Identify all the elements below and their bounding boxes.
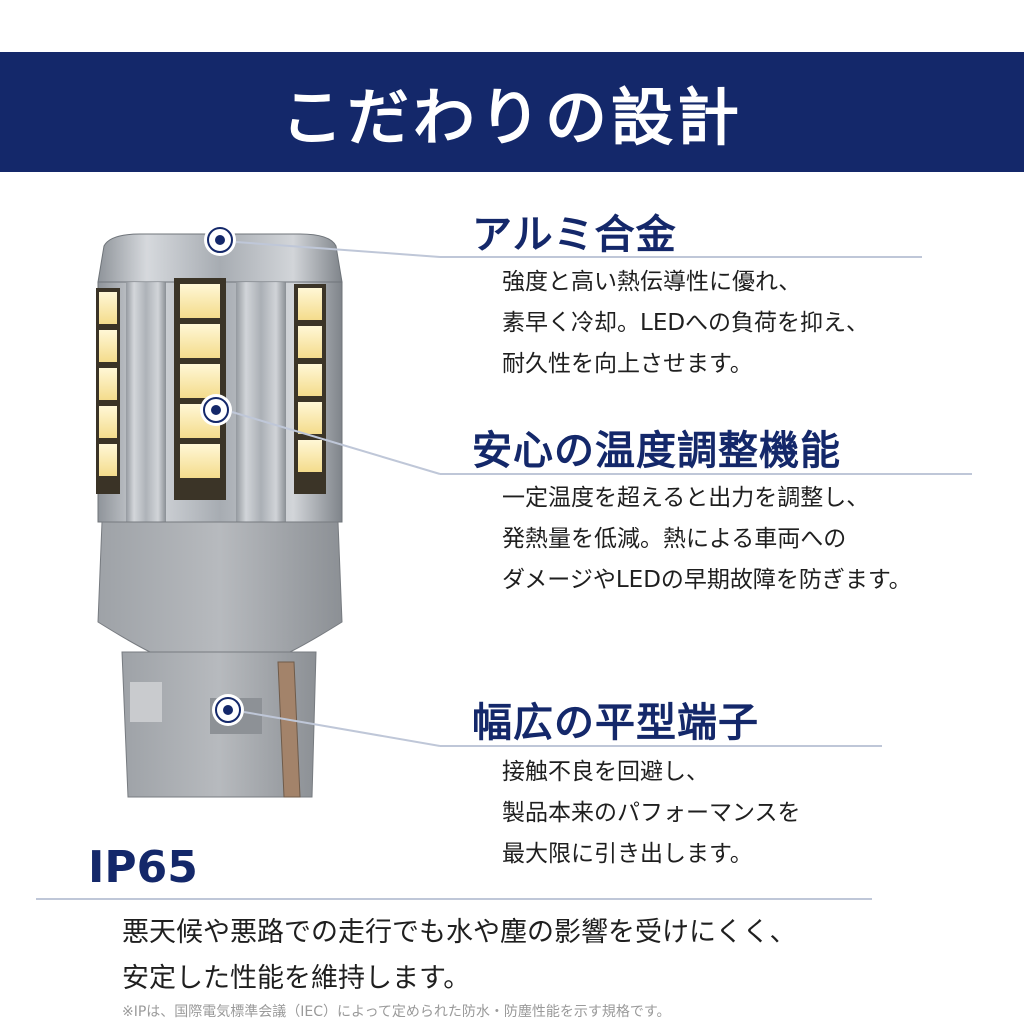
feature-line: 製品本来のパフォーマンスを bbox=[502, 800, 801, 826]
ip-line: 安定した性能を維持します。 bbox=[122, 963, 471, 994]
divider-ip bbox=[36, 898, 872, 900]
marker-aluminum bbox=[204, 224, 236, 256]
led-bulb-image bbox=[96, 224, 343, 798]
ip-rating-title: IP65 bbox=[88, 842, 198, 893]
feature-line: ダメージやLEDの早期故障を防ぎます。 bbox=[502, 567, 912, 593]
divider-aluminum bbox=[440, 256, 922, 258]
feature-line: 発熱量を低減。熱による車両への bbox=[502, 526, 847, 552]
ip-description: 悪天候や悪路での走行でも水や塵の影響を受けにくく、 安定した性能を維持します。 bbox=[122, 910, 796, 1002]
feature-desc-terminal: 接触不良を回避し、 製品本来のパフォーマンスを 最大限に引き出します。 bbox=[502, 752, 801, 875]
divider-temperature bbox=[440, 473, 972, 475]
ip-line: 悪天候や悪路での走行でも水や塵の影響を受けにくく、 bbox=[122, 917, 797, 948]
feature-line: 最大限に引き出します。 bbox=[502, 841, 753, 867]
marker-temperature bbox=[200, 394, 232, 426]
feature-line: 強度と高い熱伝導性に優れ、 bbox=[502, 269, 802, 295]
feature-line: 一定温度を超えると出力を調整し、 bbox=[502, 485, 870, 511]
feature-desc-aluminum: 強度と高い熱伝導性に優れ、 素早く冷却。LEDへの負荷を抑え、 耐久性を向上させ… bbox=[502, 262, 869, 385]
feature-line: 素早く冷却。LEDへの負荷を抑え、 bbox=[502, 310, 870, 336]
feature-title-aluminum: アルミ合金 bbox=[472, 212, 677, 258]
feature-line: 耐久性を向上させます。 bbox=[502, 351, 753, 377]
ip-footnote: ※IPは、国際電気標準会議（IEC）によって定められた防水・防塵性能を示す規格で… bbox=[122, 1004, 671, 1020]
marker-terminal bbox=[212, 694, 244, 726]
feature-desc-temperature: 一定温度を超えると出力を調整し、 発熱量を低減。熱による車両への ダメージやLE… bbox=[502, 478, 912, 601]
feature-title-temperature: 安心の温度調整機能 bbox=[472, 428, 841, 474]
divider-terminal bbox=[440, 745, 882, 747]
feature-line: 接触不良を回避し、 bbox=[502, 759, 709, 785]
page-title: こだわりの設計 bbox=[280, 81, 743, 154]
feature-title-terminal: 幅広の平型端子 bbox=[472, 700, 759, 746]
header-banner: こだわりの設計 bbox=[0, 52, 1024, 172]
